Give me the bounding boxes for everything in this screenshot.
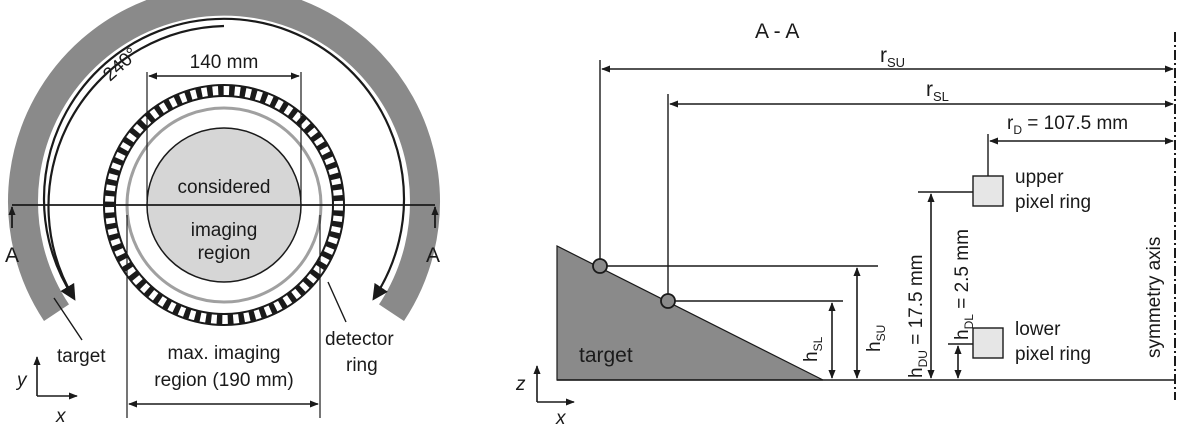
detector-leader	[327, 281, 347, 323]
lower-pixel-ring	[972, 327, 1004, 359]
target-leader	[53, 297, 83, 341]
detector-label-1: detector	[325, 329, 394, 350]
h-du-label: hDU = 17.5 mm	[906, 255, 930, 379]
considered-label-1: considered	[178, 177, 271, 198]
source-point-lower	[660, 293, 676, 309]
target-label-right: target	[579, 344, 633, 367]
axis-x-label-right: x	[555, 408, 567, 428]
section-title: A - A	[755, 20, 799, 43]
axis-z-label: z	[515, 374, 526, 395]
lower-ring-label-1: lower	[1015, 319, 1061, 340]
section-mark-left: A	[5, 244, 19, 267]
source-point-upper	[592, 258, 608, 274]
h-su-label: hSU	[864, 325, 888, 352]
section-mark-right: A	[426, 244, 440, 267]
detector-label-2: ring	[346, 355, 378, 376]
h-sl-label: hSL	[801, 336, 825, 362]
left-view: 240° A A 140 mm considered imaging regio…	[5, 0, 440, 427]
r-d-label: rD = 107.5 mm	[1007, 113, 1128, 137]
right-view: A - A target symmetry axis rSU rSL rD = …	[515, 20, 1176, 428]
considered-label-2: imaging	[191, 220, 258, 241]
width-140-label: 140 mm	[190, 52, 259, 73]
lower-ring-label-2: pixel ring	[1015, 344, 1091, 365]
considered-label-3: region	[198, 243, 251, 264]
target-rotation-arrow	[42, 17, 406, 301]
target-label-left: target	[57, 346, 106, 367]
r-sl-label: rSL	[926, 78, 949, 104]
upper-ring-label-1: upper	[1015, 167, 1064, 188]
h-dl-label: hDL = 2.5 mm	[952, 229, 976, 340]
target-arc	[8, 0, 440, 321]
axis-x-label: x	[55, 406, 67, 427]
max-region-label-1: max. imaging	[168, 343, 281, 364]
symmetry-axis-label: symmetry axis	[1144, 237, 1165, 358]
upper-pixel-ring	[972, 175, 1004, 207]
upper-ring-label-2: pixel ring	[1015, 192, 1091, 213]
max-region-label-2: region (190 mm)	[154, 370, 293, 391]
r-su-label: rSU	[880, 44, 905, 70]
axis-y-label: y	[15, 370, 28, 391]
